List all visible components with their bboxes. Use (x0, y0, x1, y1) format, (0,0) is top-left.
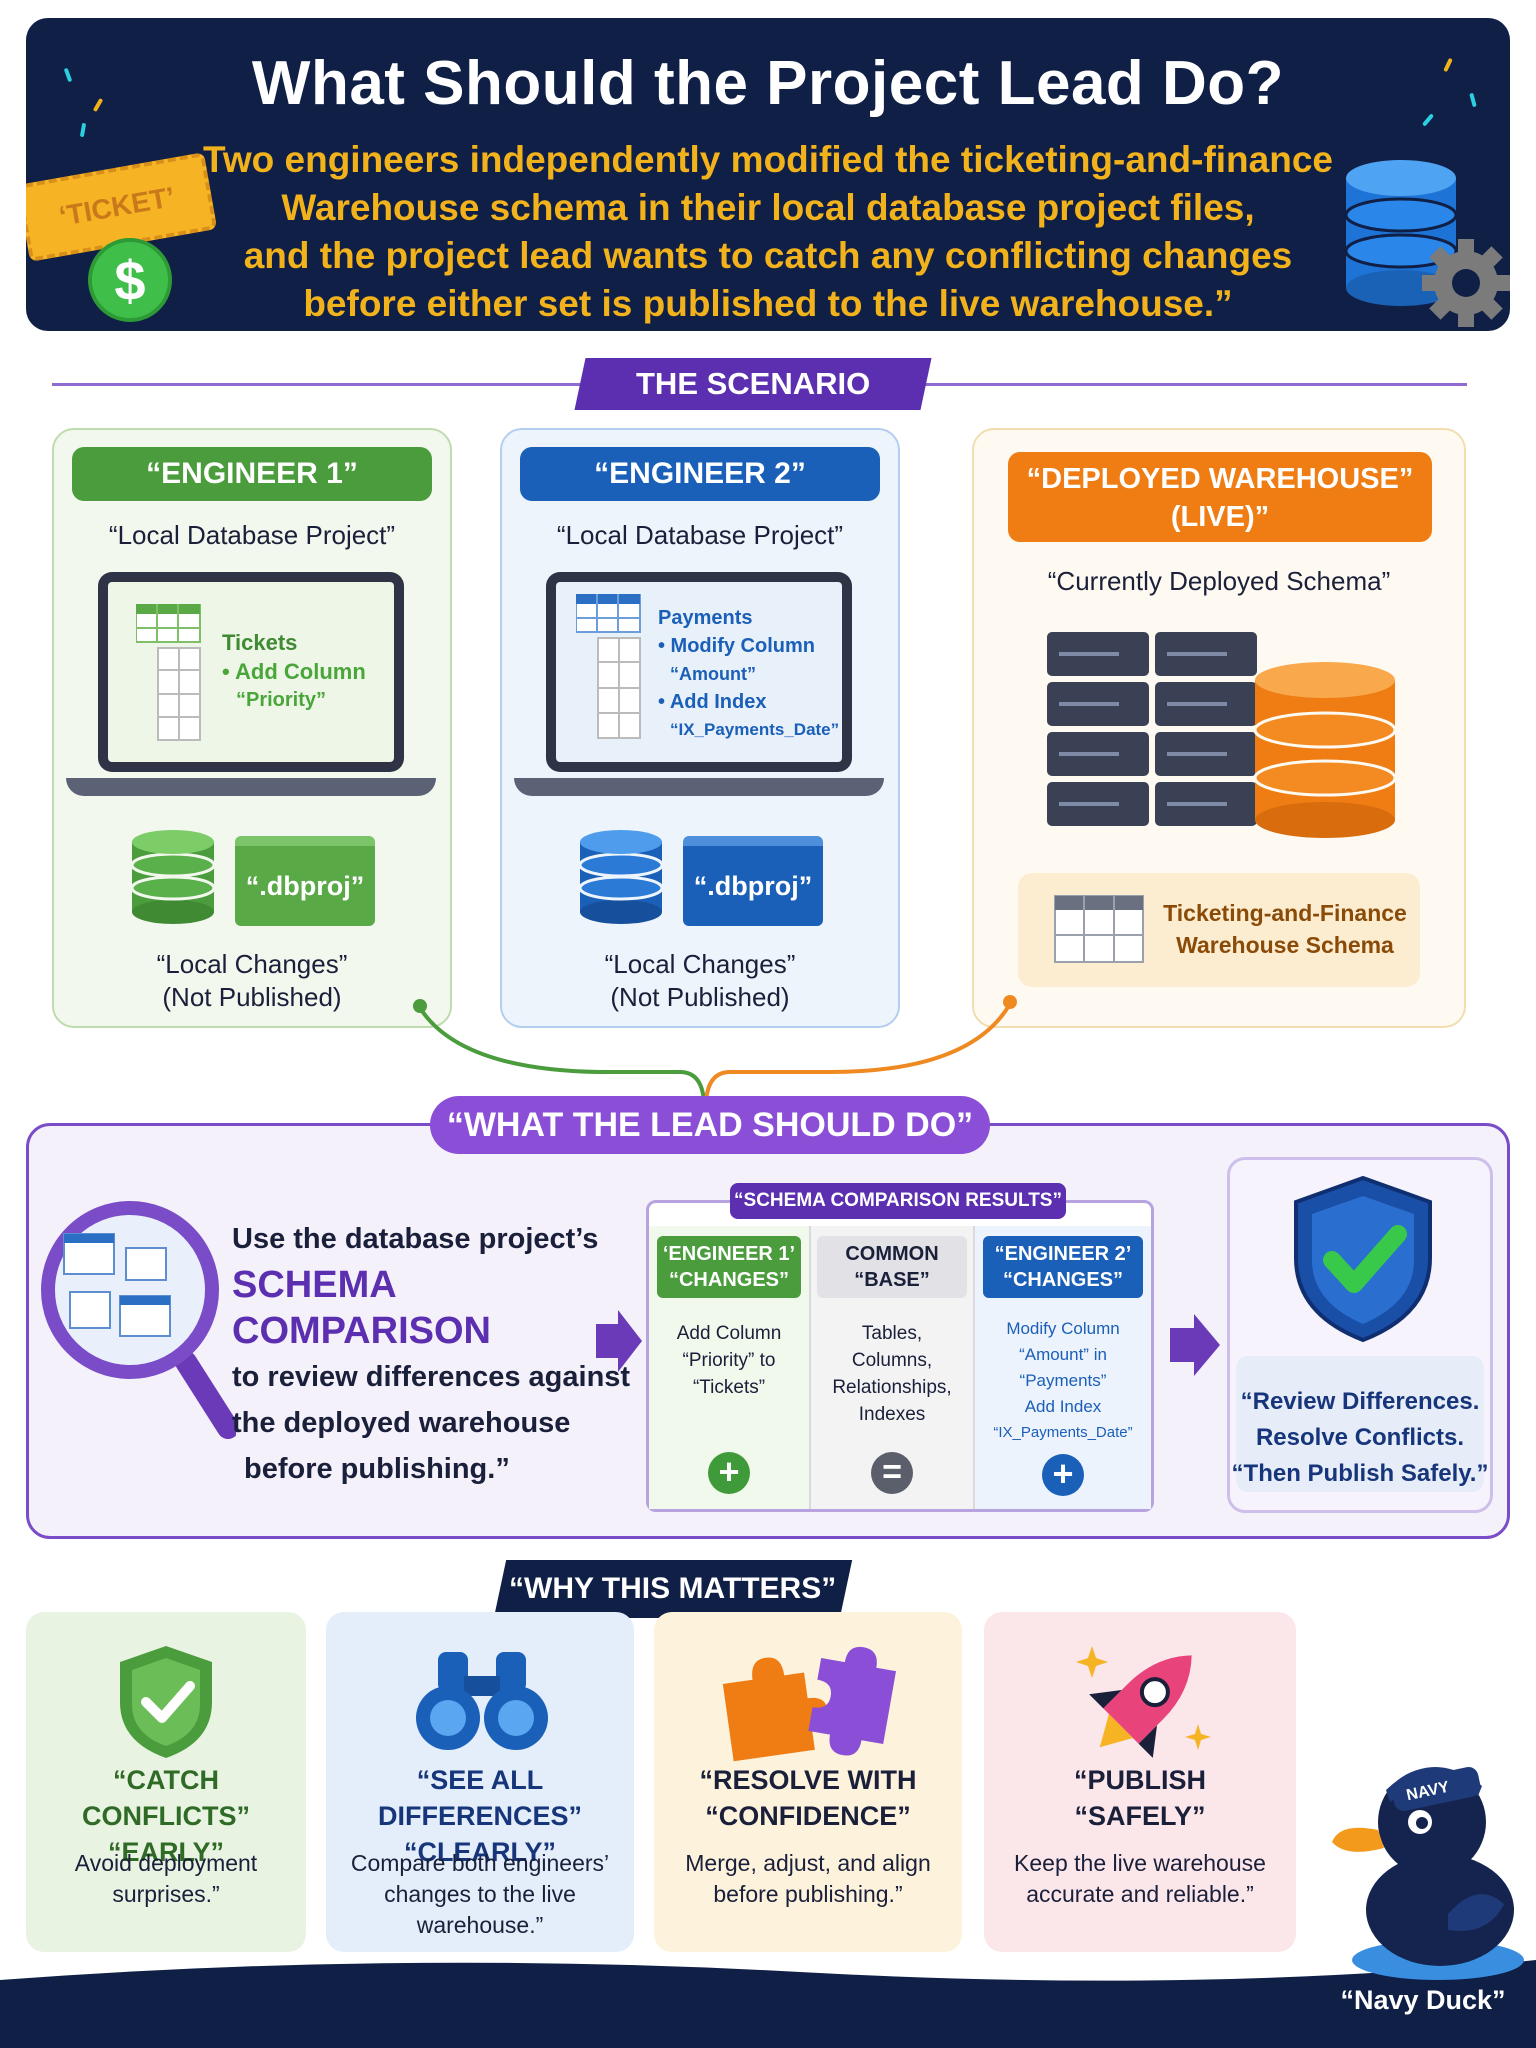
column-common: COMMON “BASE” Tables, Columns, Relations… (809, 1226, 975, 1509)
engineer1-screen-text: Tickets • Add Column “Priority” (222, 630, 366, 711)
schema-box: Ticketing-and-Finance Warehouse Schema (1018, 873, 1420, 987)
binoculars-icon (416, 1652, 548, 1750)
card-text: Avoid deployment surprises.” (74, 1850, 258, 1907)
card-title: “PUBLISH “SAFELY” (1073, 1765, 1206, 1831)
equals-icon: = (871, 1452, 913, 1494)
engineer1-laptop: Tickets • Add Column “Priority” (98, 572, 404, 772)
card-title: “CATCH CONFLICTS” “EARLY” (82, 1765, 250, 1867)
card-title: “SEE ALL DIFFERENCES” “CLEARLY” (377, 1765, 583, 1867)
column-engineer1: ‘ENGINEER 1’ “CHANGES” Add Column “Prior… (649, 1226, 809, 1509)
navy-duck-mascot-icon: NAVY (1332, 1766, 1524, 1980)
column-head-engineer1: ‘ENGINEER 1’ “CHANGES” (657, 1236, 801, 1298)
plus-icon: + (708, 1452, 750, 1494)
column-text-engineer1: Add Column “Priority” to “Tickets” (676, 1323, 782, 1398)
engineer1-title: “ENGINEER 1” (72, 447, 432, 501)
rocket-icon (1076, 1646, 1211, 1758)
column-head-engineer2: “ENGINEER 2’ “CHANGES” (983, 1236, 1143, 1298)
engineer1-caption: “Local Changes” (Not Published) (156, 949, 348, 1012)
laptop-base (514, 778, 884, 796)
card-publish-safely: “PUBLISH “SAFELY” Keep the live warehous… (984, 1612, 1296, 1952)
card-text: Keep the live warehouse accurate and rel… (1014, 1850, 1266, 1907)
mascot-name: “Navy Duck” (1340, 1985, 1506, 2015)
page-subtitle: Two engineers independently modified the… (203, 139, 1333, 324)
server-rack-icon (1047, 632, 1397, 838)
dbproj-folder-icon: “.dbproj” (683, 836, 823, 926)
column-text-common: Tables, Columns, Relationships, Indexes (832, 1323, 952, 1425)
shield-check-icon (120, 1646, 212, 1758)
engineer2-caption: “Local Changes” (Not Published) (604, 949, 796, 1012)
database-gear-icon (1344, 160, 1510, 327)
page-title: What Should the Project Lead Do? (251, 49, 1285, 118)
result-text: “Review Differences. Resolve Conflicts. … (1231, 1388, 1489, 1487)
header-banner: What Should the Project Lead Do? Two eng… (26, 18, 1510, 331)
deployed-title: “DEPLOYED WAREHOUSE” (LIVE)” (1008, 452, 1432, 542)
puzzle-icon (722, 1646, 897, 1762)
card-title: “RESOLVE WITH “CONFIDENCE” (699, 1765, 917, 1831)
table-icon (576, 594, 641, 739)
footer-wave (0, 1960, 1536, 2048)
lead-text: Use the database project’s SCHEMA COMPAR… (232, 1223, 631, 1485)
why-tag: “WHY THIS MATTERS” (493, 1560, 853, 1618)
engineer2-subtitle: “Local Database Project” (556, 520, 844, 550)
magnifier-icon (41, 1201, 236, 1439)
schema-label: Ticketing-and-Finance Warehouse Schema (1163, 900, 1407, 958)
lead-tag: “WHAT THE LEAD SHOULD DO” (430, 1096, 990, 1154)
engineer1-subtitle: “Local Database Project” (108, 520, 396, 550)
comparison-title: “SCHEMA COMPARISON RESULTS” (730, 1183, 1066, 1219)
deployed-subtitle: “Currently Deployed Schema” (1047, 566, 1391, 596)
result-box: “Review Differences. Resolve Conflicts. … (1227, 1157, 1493, 1513)
card-see-differences: “SEE ALL DIFFERENCES” “CLEARLY” Compare … (326, 1612, 634, 1952)
dollar-sign: $ (114, 248, 146, 312)
table-icon (136, 604, 201, 741)
table-icon (1054, 895, 1144, 963)
database-green-icon (130, 830, 216, 924)
engineer2-title: “ENGINEER 2” (520, 447, 880, 501)
dbproj-folder-icon: “.dbproj” (235, 836, 375, 926)
schema-comparison-highlight: SCHEMA COMPARISON (232, 1264, 491, 1352)
dollar-icon: $ (88, 238, 172, 322)
engineer2-laptop: Payments • Modify Column “Amount” • Add … (546, 572, 852, 772)
column-head-common: COMMON “BASE” (817, 1236, 967, 1298)
scenario-tag: THE SCENARIO (574, 358, 932, 410)
card-text: Merge, adjust, and align before publishi… (685, 1850, 931, 1907)
card-resolve-confidence: “RESOLVE WITH “CONFIDENCE” Merge, adjust… (654, 1612, 962, 1952)
column-engineer2: “ENGINEER 2’ “CHANGES” Modify Column “Am… (975, 1226, 1151, 1509)
ticket-label: ‘TICKET’ (56, 181, 178, 232)
engineer2-screen-text: Payments • Modify Column “Amount” • Add … (658, 607, 840, 739)
column-text-engineer2: Modify Column “Amount” in “Payments” Add… (993, 1319, 1133, 1441)
laptop-base (66, 778, 436, 796)
shield-check-icon (1294, 1175, 1432, 1343)
card-catch-conflicts: “CATCH CONFLICTS” “EARLY” Avoid deployme… (26, 1612, 306, 1952)
arrow-right-icon (596, 1310, 642, 1372)
arrow-right-icon (1170, 1314, 1220, 1376)
card-text: Compare both engineers’ changes to the l… (350, 1850, 610, 1938)
database-blue-icon (578, 830, 664, 924)
plus-icon: + (1042, 1454, 1084, 1496)
